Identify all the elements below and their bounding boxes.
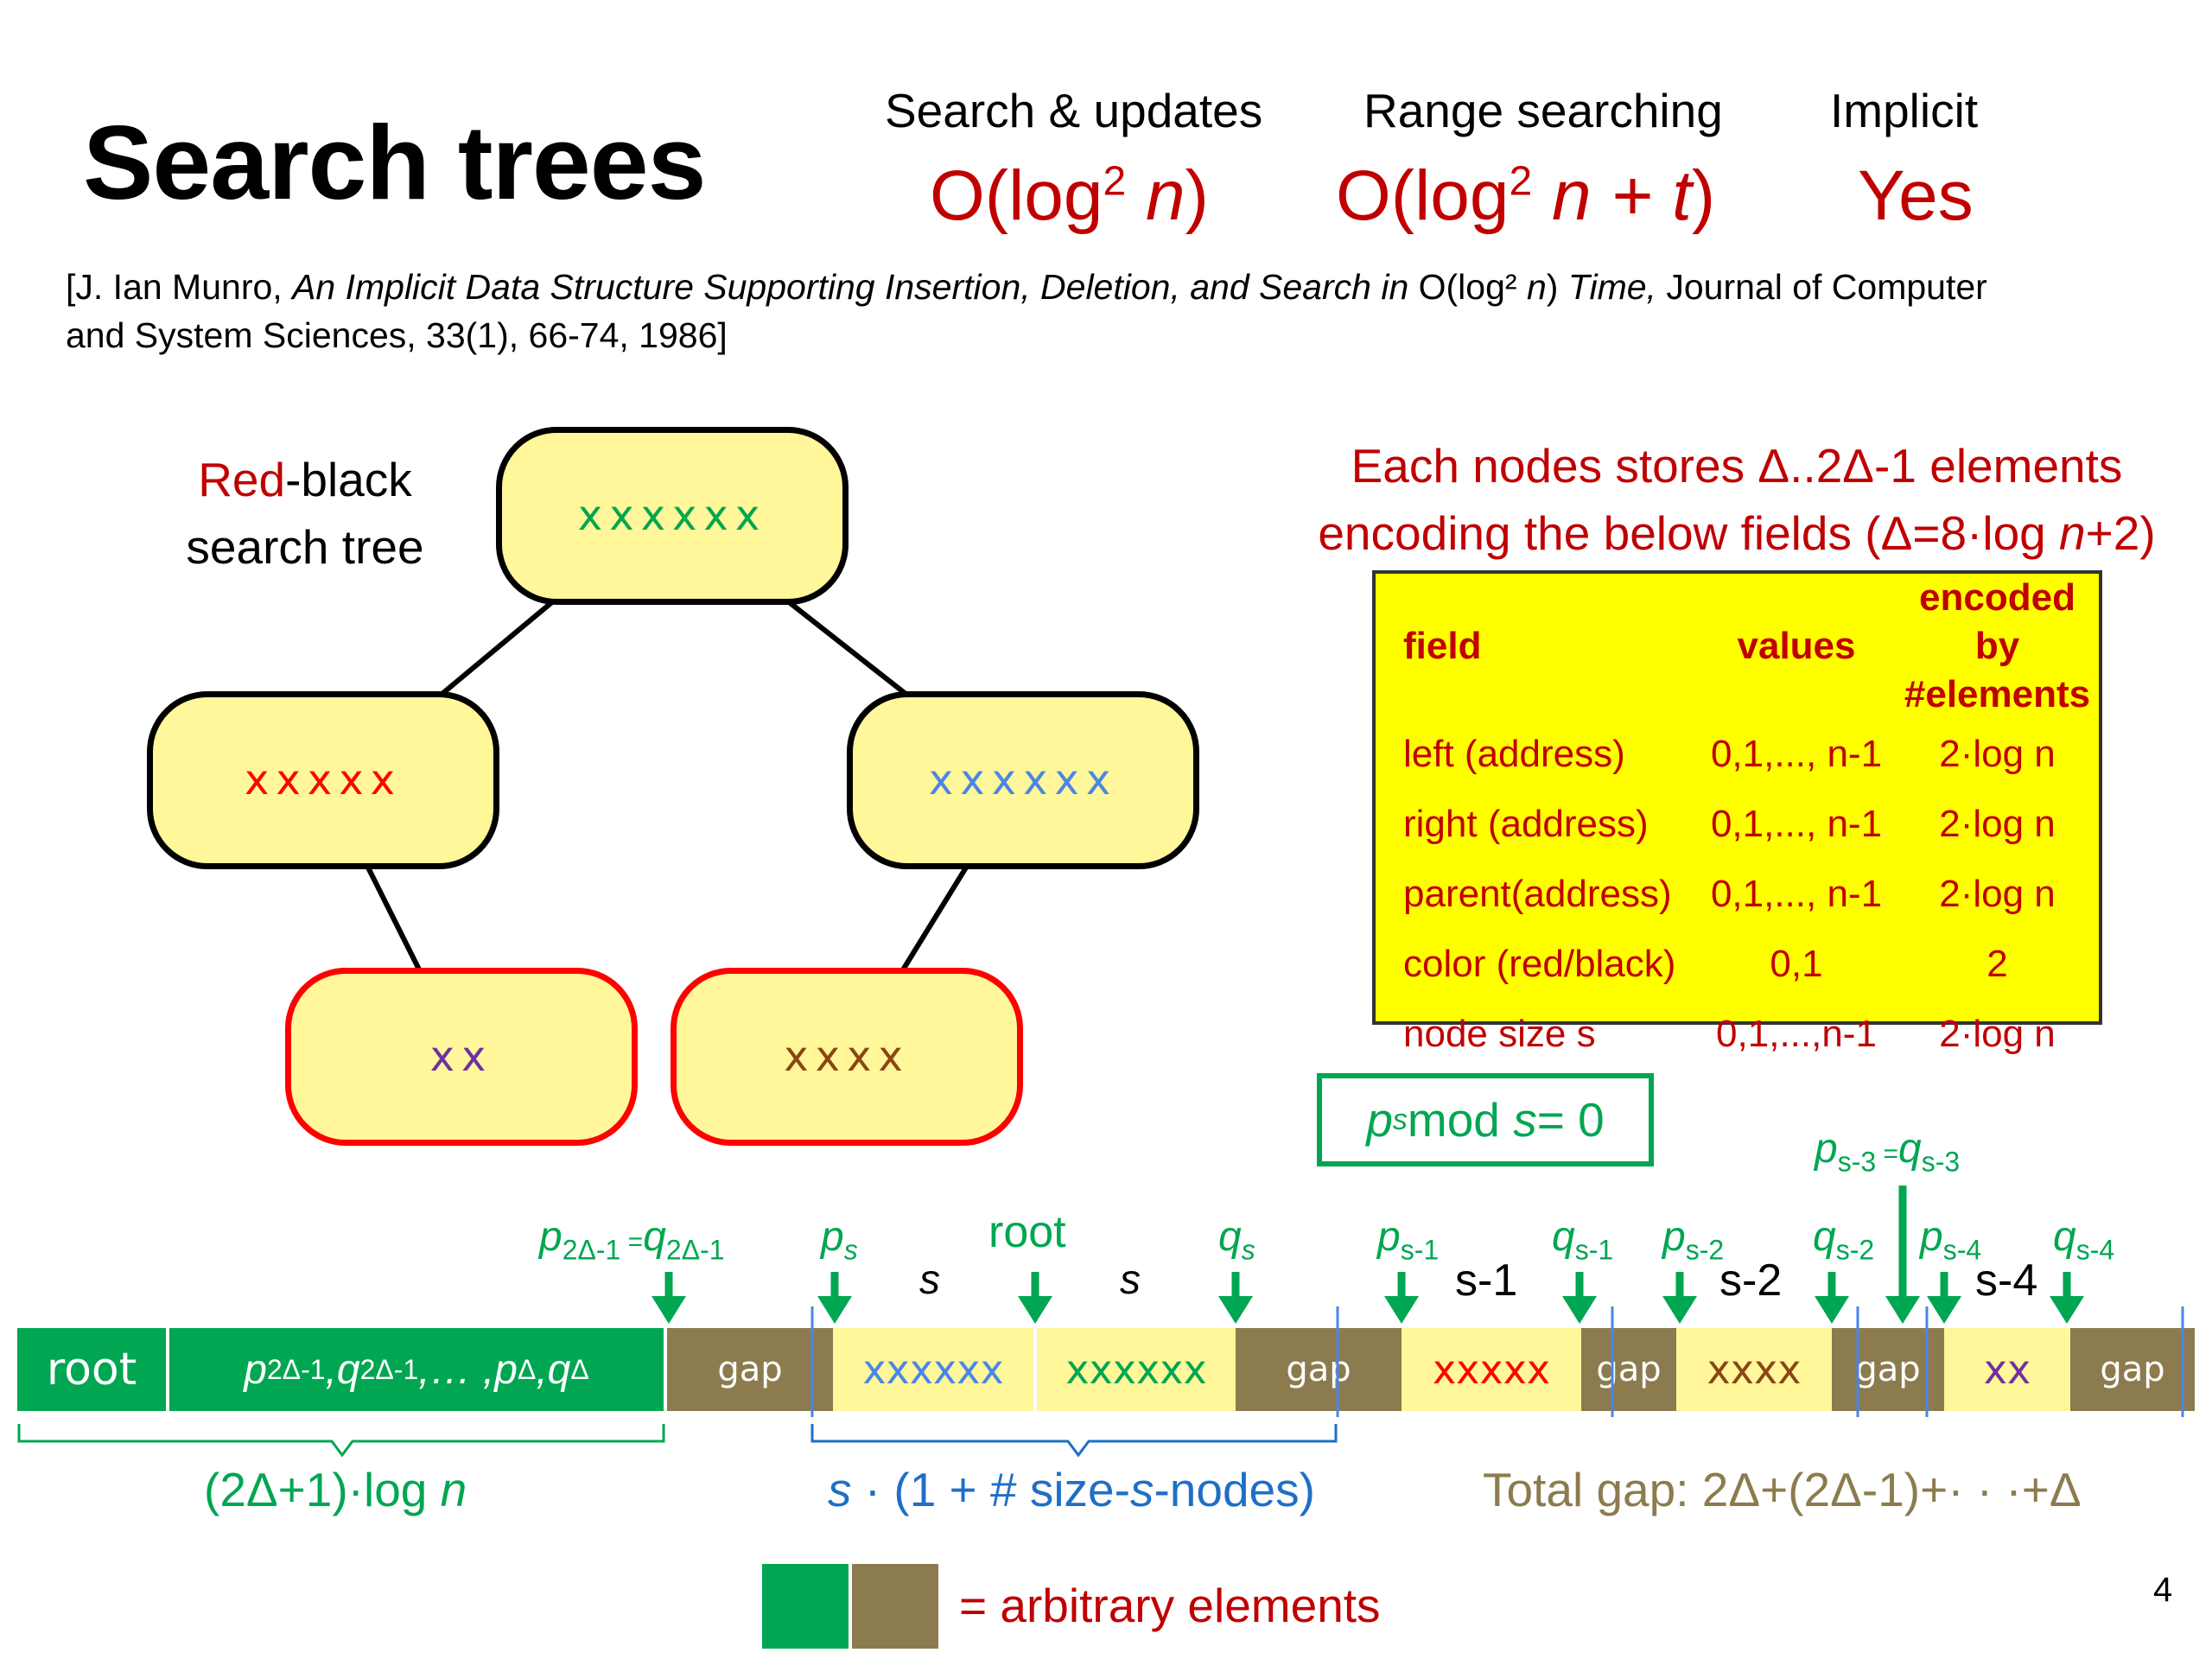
table-row: parent(address) 0,1,..., n-1 2·log n: [1403, 872, 2056, 915]
label-s-minus-1: s-1: [1455, 1255, 1518, 1306]
arrow-ps2: [1662, 1272, 1697, 1324]
label-ps2: ps-2: [1662, 1214, 1725, 1266]
column-header-search: Search & updates: [885, 84, 1263, 137]
edge-left-child: [365, 866, 423, 973]
table-row: color (red/black) 0,1 2: [1403, 942, 2008, 985]
label-ps4: ps-4: [1920, 1214, 1982, 1266]
brace-label-nodes: s · (1 + # size-s-nodes): [828, 1463, 1315, 1516]
label-s-minus-2: s-2: [1719, 1255, 1783, 1306]
tree-node-left-child: xx: [285, 968, 638, 1146]
array-gap: gap: [1581, 1328, 1676, 1411]
tree-node-left: xxxxx: [147, 691, 499, 869]
tree-node-root: xxxxxx: [496, 427, 849, 605]
label-qs4: qs-4: [2053, 1214, 2115, 1266]
table-row: left (address) 0,1,..., n-1 2·log n: [1403, 732, 2056, 775]
array-node-red: xxxxx: [1402, 1328, 1581, 1411]
column-header-range: Range searching: [1363, 84, 1723, 137]
edge-root-left: [437, 599, 555, 699]
label-qs: qs: [1218, 1214, 1255, 1266]
table-header-encoded: encoded by #elements: [1904, 576, 2091, 715]
tree-label: Red-black search tree: [186, 453, 424, 574]
page-title: Search trees: [83, 104, 706, 221]
array-node-green: xxxxxx: [1037, 1328, 1236, 1411]
column-value-range: O(log2 n + t): [1336, 156, 1716, 235]
legend-swatch-green: [762, 1564, 849, 1649]
arrow-ps1: [1384, 1272, 1419, 1324]
label-ps: ps: [821, 1214, 858, 1266]
array-gap: gap: [1832, 1328, 1944, 1411]
label-ps3-qs3: ps-3 =qs-3: [1815, 1126, 1961, 1178]
edge-root-right: [786, 599, 911, 699]
table-header-field: field: [1403, 625, 1482, 667]
tree-node-right: xxxxxx: [847, 691, 1199, 869]
legend-text: = arbitrary elements: [959, 1579, 1381, 1632]
label-p2d-q2d: p2Δ-1 =q2Δ-1: [539, 1214, 725, 1266]
arrow-qs4: [2050, 1272, 2084, 1324]
edge-right-child: [899, 866, 969, 973]
array-root-cell: root: [17, 1328, 166, 1411]
column-value-implicit: Yes: [1858, 156, 1974, 235]
arrow-qs: [1218, 1272, 1253, 1324]
arrow-qs2: [1815, 1272, 1849, 1324]
label-qs1: qs-1: [1552, 1214, 1614, 1266]
label-qs2: qs-2: [1813, 1214, 1875, 1266]
table-row: node size s 0,1,...,n-1 2·log n: [1403, 1012, 2056, 1055]
array-gap: gap: [2070, 1328, 2195, 1411]
array-gap: gap: [1236, 1328, 1402, 1411]
column-header-implicit: Implicit: [1830, 84, 1979, 137]
brace-label-gaps: Total gap: 2Δ+(2Δ-1)+· · ·+Δ: [1483, 1463, 2082, 1516]
array-gap: gap: [667, 1328, 833, 1411]
label-s-first: s: [919, 1257, 940, 1303]
legend-swatch-olive: [852, 1564, 938, 1649]
column-value-search: O(log2 n): [930, 156, 1209, 235]
node-description: Each nodes stores Δ..2Δ-1 elements encod…: [1318, 439, 2156, 560]
table-header-row: field values encoded by #elements: [1376, 574, 2099, 719]
arrow-ps4: [1927, 1272, 1961, 1324]
table-row: right (address) 0,1,..., n-1 2·log n: [1403, 802, 2056, 845]
label-root: root: [988, 1207, 1066, 1257]
array-node-brown: xxxx: [1676, 1328, 1832, 1411]
label-ps1: ps-1: [1377, 1214, 1440, 1266]
arrow-ps: [817, 1272, 852, 1324]
table-header-values: values: [1737, 625, 1856, 667]
arrow-ps3: [1885, 1185, 1920, 1324]
page-number: 4: [2153, 1571, 2173, 1609]
label-s-second: s: [1120, 1257, 1141, 1303]
fields-table: field values encoded by #elements left (…: [1372, 570, 2102, 1055]
brace-prefix: [17, 1424, 665, 1458]
reference: [J. Ian Munro, An Implicit Data Structur…: [66, 267, 1987, 355]
arrow-qs1: [1562, 1272, 1597, 1324]
brace-label-prefix: (2Δ+1)·log n: [204, 1463, 467, 1516]
tree-node-right-child: xxxx: [671, 968, 1023, 1146]
label-s-minus-4: s-4: [1975, 1255, 2038, 1306]
array-node-blue: xxxxxx: [833, 1328, 1033, 1411]
array-node-purple: xx: [1944, 1328, 2070, 1411]
brace-nodes: [810, 1424, 1338, 1458]
arrow-root: [1018, 1272, 1052, 1324]
arrow-p2d: [652, 1272, 686, 1324]
